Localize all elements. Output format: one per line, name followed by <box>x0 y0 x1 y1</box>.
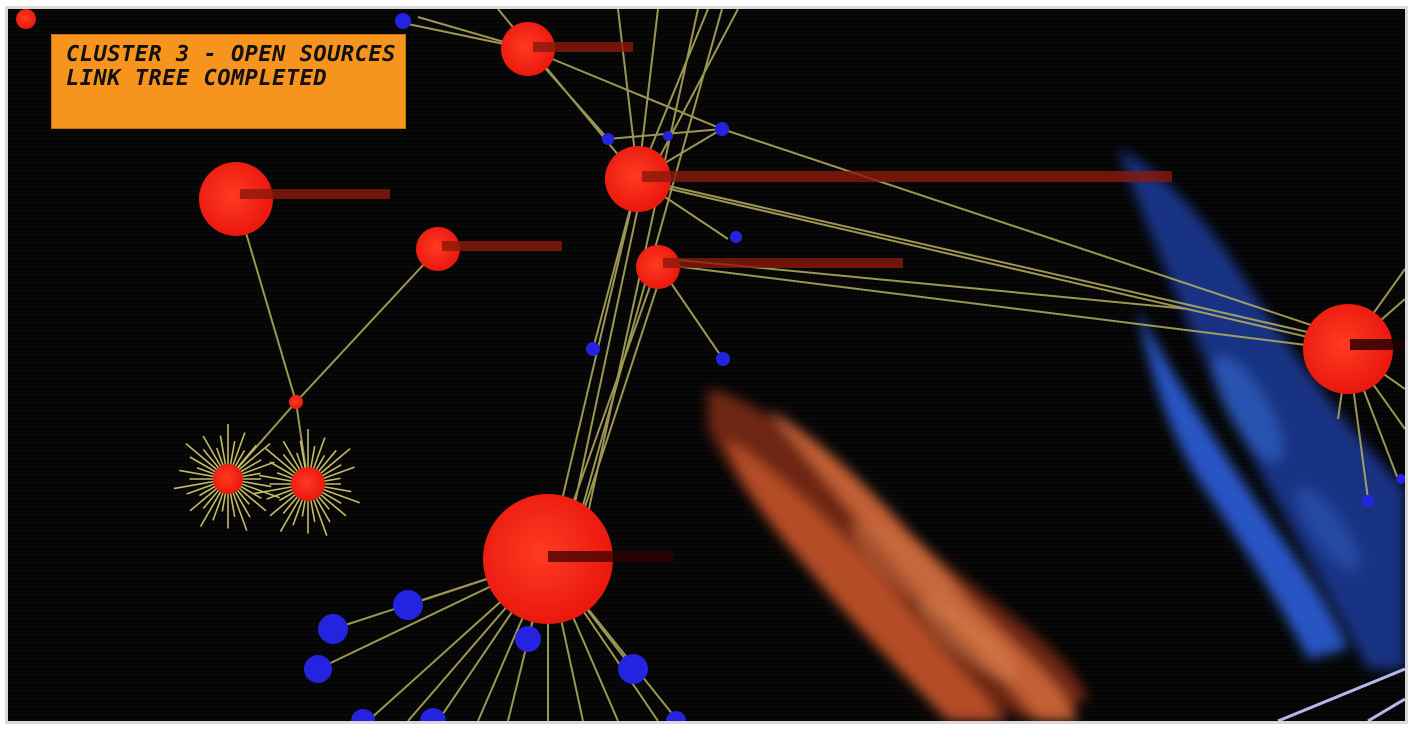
cluster-status-banner: Cluster 3 - Open Sources Link Tree Compl… <box>51 34 406 129</box>
leaf-nodes <box>304 13 1405 721</box>
link-tree-graph <box>16 9 1405 721</box>
visualization-frame: Cluster 3 - Open Sources Link Tree Compl… <box>5 6 1408 724</box>
banner-text: Cluster 3 - Open Sources Link Tree Compl… <box>66 42 396 91</box>
starburst-edges <box>173 424 360 536</box>
node-labels <box>240 42 1405 562</box>
orange-particle-cloud <box>708 389 1088 721</box>
corner-lines <box>1277 667 1405 721</box>
blue-particle-cloud <box>1118 149 1405 669</box>
